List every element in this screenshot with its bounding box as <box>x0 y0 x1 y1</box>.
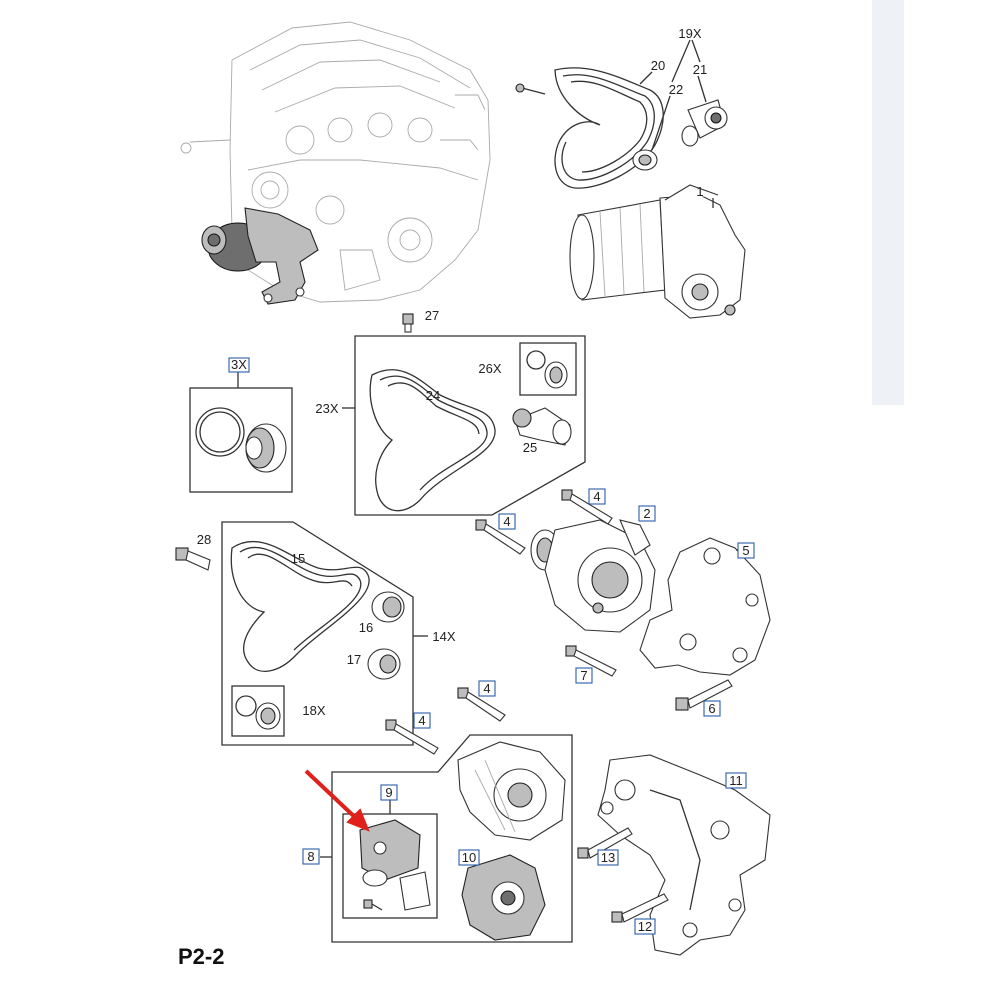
alternator-2 <box>530 519 656 633</box>
bolt-12 <box>611 893 669 923</box>
tensioner-21 <box>681 99 728 147</box>
callout-11: 11 <box>729 773 743 788</box>
callout-20: 20 <box>651 58 665 73</box>
callout-25: 25 <box>523 440 537 455</box>
bolt-28 <box>175 547 211 571</box>
callout-28: 28 <box>197 532 211 547</box>
kit-box-23x <box>342 335 586 516</box>
callout-4-lower: 4 <box>418 713 425 728</box>
callout-21: 21 <box>693 62 707 77</box>
callout-7: 7 <box>580 668 587 683</box>
callout-10: 10 <box>462 850 476 865</box>
bolt-4-lower <box>385 719 439 755</box>
callout-22: 22 <box>669 82 683 97</box>
callout-24: 24 <box>426 388 440 403</box>
kit-box-8 <box>320 734 573 943</box>
callout-16: 16 <box>359 620 373 635</box>
bolt-6 <box>675 679 733 711</box>
callout-4-upper: 4 <box>593 489 600 504</box>
pulley-22 <box>632 149 658 171</box>
callout-19x: 19X <box>678 26 701 41</box>
callout-2: 2 <box>643 506 650 521</box>
engine-illustration <box>180 21 491 305</box>
bolt-27 <box>402 313 414 333</box>
side-strip <box>872 0 904 405</box>
callout-12: 12 <box>638 919 652 934</box>
bracket-11 <box>597 754 771 956</box>
bolt-7 <box>565 645 617 677</box>
bolt-4-middle <box>457 687 506 722</box>
callout-26x: 26X <box>478 361 501 376</box>
kit-box-3x <box>189 372 293 493</box>
callout-18x: 18X <box>302 703 325 718</box>
callout-15: 15 <box>291 551 305 566</box>
callout-23x: 23X <box>315 401 338 416</box>
leaders-top <box>639 39 714 208</box>
callout-5: 5 <box>742 543 749 558</box>
callout-4-left: 4 <box>503 514 510 529</box>
callout-3x: 3X <box>231 357 247 372</box>
belt-20 <box>554 67 664 189</box>
callout-17: 17 <box>347 652 361 667</box>
page-label: P2-2 <box>178 944 225 969</box>
pointer-arrow-icon <box>304 769 370 832</box>
starter-motor-1 <box>569 184 746 319</box>
callout-1: 1 <box>696 184 703 199</box>
callout-9: 9 <box>385 785 392 800</box>
kit-box-14x <box>221 521 428 746</box>
callout-13: 13 <box>601 850 615 865</box>
callout-4-middle: 4 <box>483 681 490 696</box>
callout-6: 6 <box>708 701 715 716</box>
callout-8: 8 <box>307 849 314 864</box>
bolt-4-upper <box>561 489 613 525</box>
callout-27: 27 <box>425 308 439 323</box>
callout-14x: 14X <box>432 629 455 644</box>
bolt-top <box>515 83 546 95</box>
bolt-4-left <box>475 519 526 555</box>
